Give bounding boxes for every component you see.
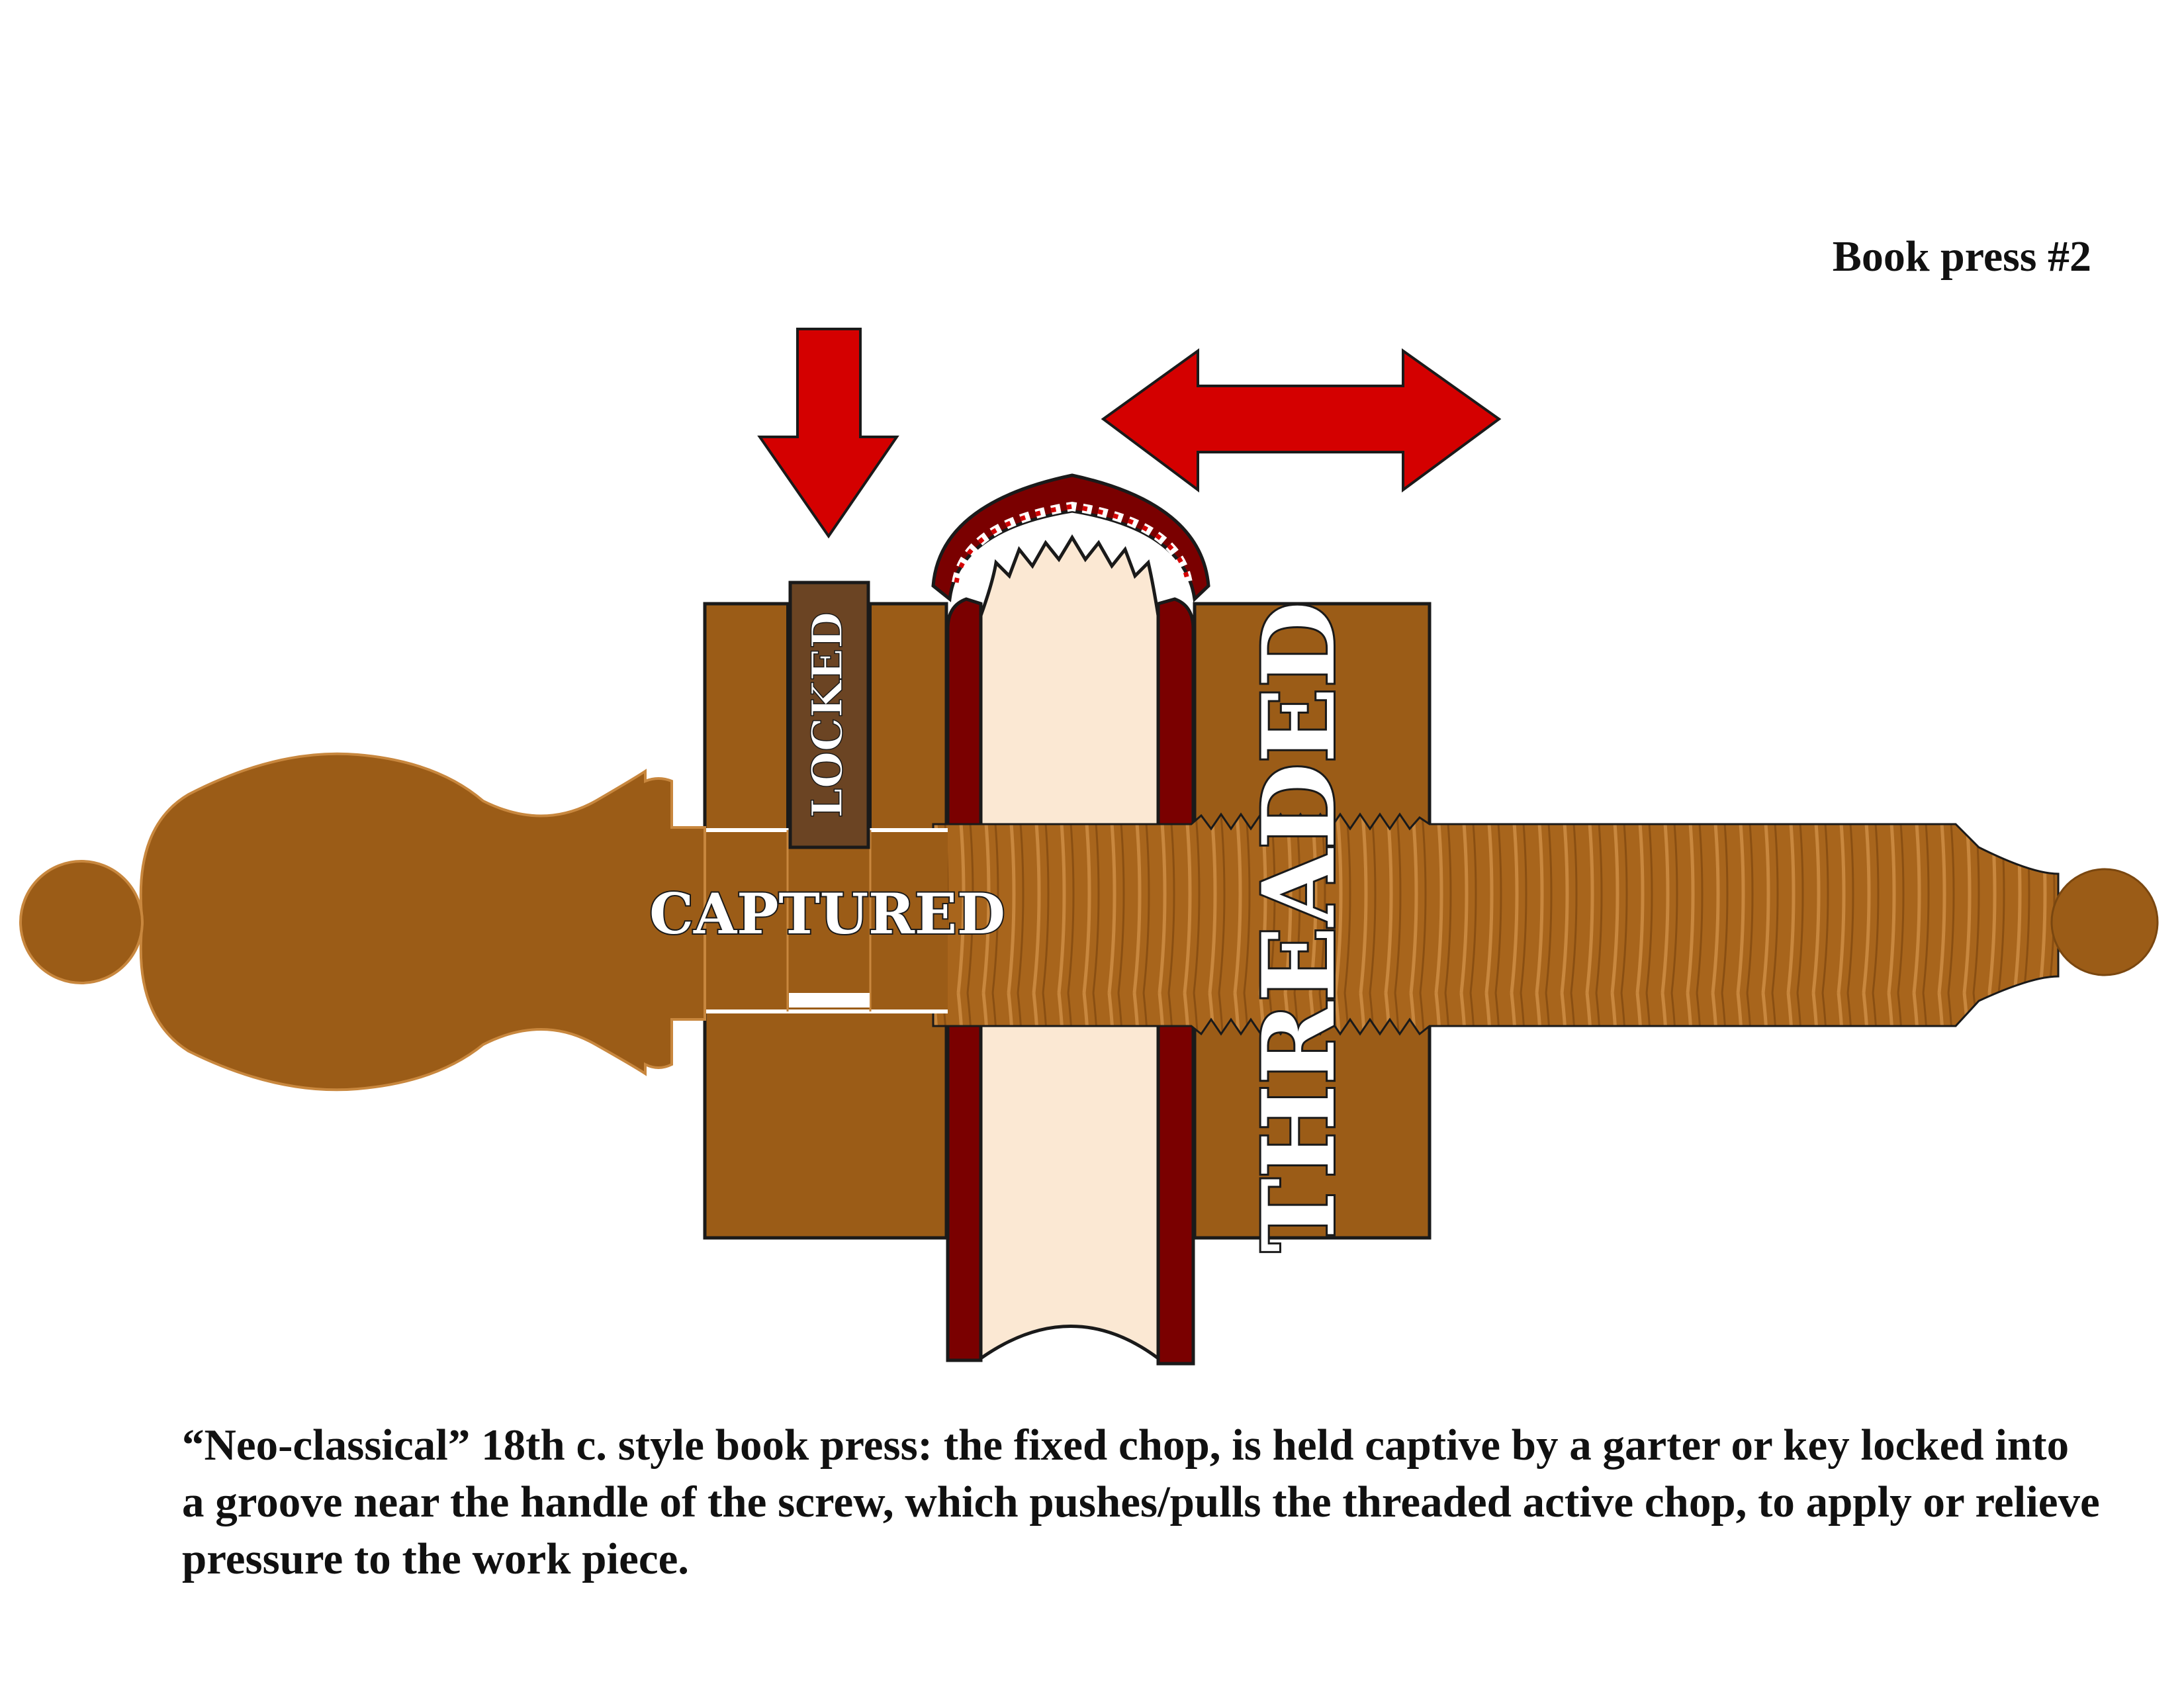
screw-handle bbox=[19, 752, 706, 1092]
captured-label: CAPTURED bbox=[649, 881, 1005, 947]
screw-threaded-shaft bbox=[932, 812, 2060, 1036]
screw bbox=[932, 812, 2159, 1036]
caption: “Neo-classical” 18th c. style book press… bbox=[182, 1421, 2100, 1583]
handle-end-knob bbox=[19, 860, 144, 984]
screw-end-knob bbox=[2050, 868, 2159, 976]
fixed-chop-lower bbox=[703, 1009, 948, 1240]
locking-key bbox=[788, 581, 870, 849]
page-title: Book press #2 bbox=[1832, 232, 2091, 281]
groove-gap bbox=[789, 993, 870, 1008]
locked-label: LOCKED bbox=[803, 612, 852, 818]
book-spine bbox=[931, 473, 1210, 603]
arrow-left-right-icon bbox=[1101, 348, 1502, 492]
handle-body bbox=[139, 752, 706, 1092]
arrow-down-icon bbox=[757, 328, 899, 539]
screw-captured-section bbox=[703, 830, 948, 1011]
threaded-label: THREADED bbox=[1241, 601, 1357, 1252]
book-sewing bbox=[952, 501, 1193, 584]
